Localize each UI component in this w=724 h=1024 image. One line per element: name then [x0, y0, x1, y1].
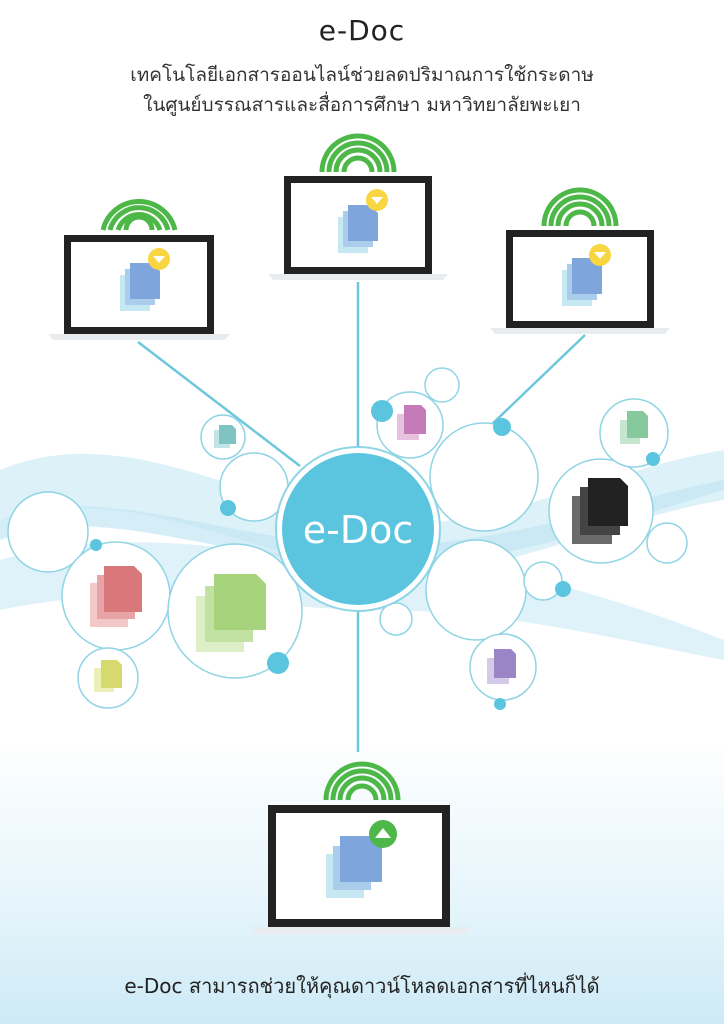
hub: e-Doc [275, 446, 441, 612]
wifi-icon [323, 761, 401, 801]
document-teal-icon [214, 425, 236, 448]
wifi-icon [100, 199, 178, 231]
document-mint-icon [620, 411, 648, 444]
hub-label: e-Doc [303, 508, 414, 552]
document-red-icon [90, 566, 142, 627]
connector-lines [137, 282, 586, 752]
connector-dots [90, 400, 660, 710]
document-pink-icon [397, 405, 426, 440]
document-yellow-icon [94, 660, 122, 692]
document-stack-icon [338, 205, 378, 253]
subtitle-line-1: เทคโนโลยีเอกสารออนไลน์ช่วยลดปริมาณการใช้… [130, 64, 594, 86]
subtitle-line-2: ในศูนย์บรรณสารและสื่อการศึกษา มหาวิทยาลั… [143, 94, 581, 116]
document-green-icon [196, 574, 266, 652]
wifi-icon [541, 187, 619, 227]
laptop-right [490, 187, 670, 334]
document-stack-icon [120, 263, 160, 311]
document-stack-icon [326, 836, 382, 898]
laptop-bottom [250, 761, 470, 934]
document-black-icon [572, 478, 628, 544]
laptop-top [268, 133, 448, 280]
footer-text: e-Doc สามารถช่วยให้คุณดาวน์โหลดเอกสารที่… [124, 974, 600, 998]
wifi-icon [319, 133, 397, 173]
document-purple-icon [487, 649, 516, 684]
page-title: e-Doc [318, 14, 406, 47]
laptop-left [48, 199, 230, 340]
